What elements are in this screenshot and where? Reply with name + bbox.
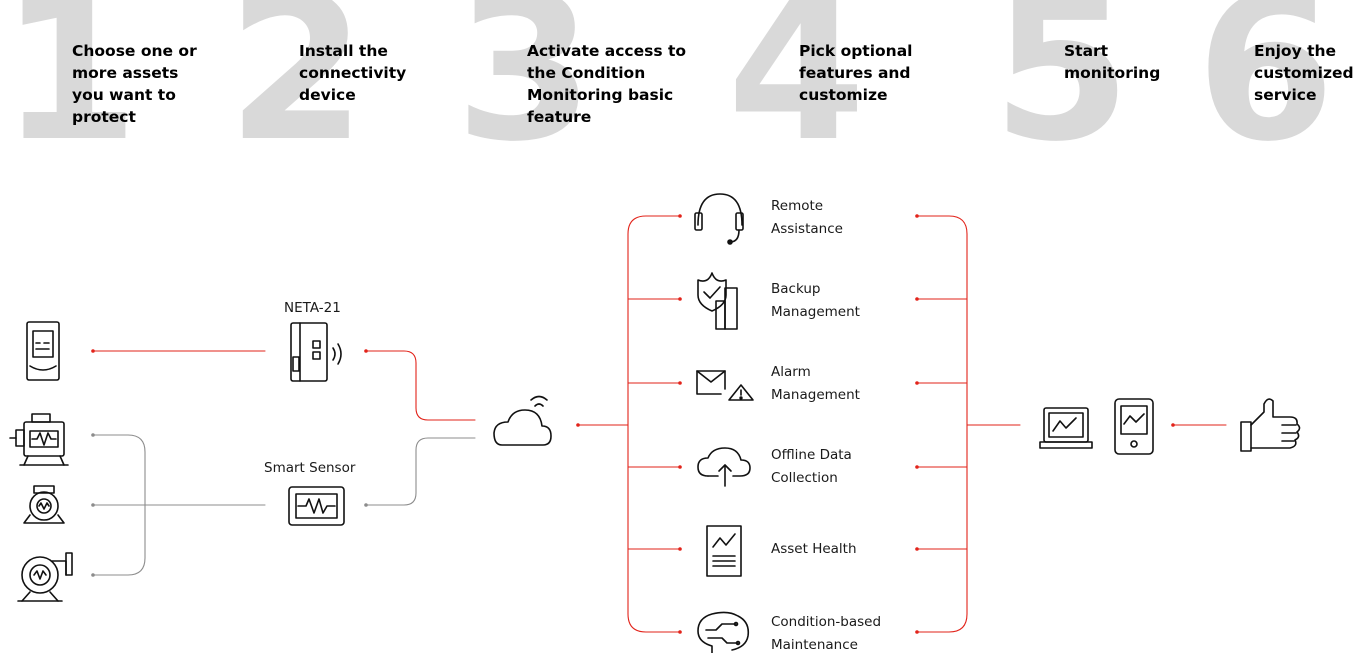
document-chart-icon [706, 525, 742, 577]
accent-connectors [92, 215, 1227, 633]
neta-21-icon [290, 322, 342, 382]
step-5: 5 Start monitoring [992, 0, 1222, 170]
feature-alarm-management: Alarm Management [771, 364, 860, 403]
shield-check-icon [697, 272, 738, 330]
step-number: 5 [992, 0, 1132, 186]
step-1: 1 Choose one or more assets you want to … [0, 0, 230, 170]
tablet-icon [1114, 398, 1154, 455]
step-text: Enjoy the customized service [1254, 42, 1354, 104]
feature-remote-assistance: Remote Assistance [771, 198, 843, 237]
feature-offline-data-collection: Offline Data Collection [771, 447, 852, 486]
step-6: 6 Enjoy the customized service [1196, 0, 1368, 170]
fan-icon [17, 552, 73, 602]
neta-21-label: NETA-21 [284, 300, 341, 316]
step-number: 6 [1196, 0, 1336, 186]
neutral-connector-dots [91, 433, 368, 577]
thumbs-up-icon [1240, 398, 1301, 452]
step-number: 2 [227, 0, 367, 186]
feature-condition-based-maintenance: Condition-based Maintenance [771, 614, 882, 653]
feature-backup-management: Backup Management [771, 281, 860, 320]
step-number: 4 [727, 0, 867, 186]
step-text: Start monitoring [1064, 42, 1161, 82]
step-2: 2 Install the connectivity device [227, 0, 457, 170]
accent-connector-dots [91, 214, 1175, 634]
step-4: 4 Pick optional features and customize [727, 0, 957, 170]
drive-icon [26, 321, 60, 381]
laptop-icon [1039, 407, 1093, 449]
smart-sensor-label: Smart Sensor [264, 460, 356, 476]
envelope-alert-icon [696, 370, 754, 401]
motor-icon [9, 413, 69, 466]
neutral-connectors [92, 434, 476, 576]
step-3: 3 Activate access to the Condition Monit… [455, 0, 687, 170]
cloud-icon [493, 395, 552, 446]
step-text: Choose one or more assets you want to pr… [72, 42, 197, 126]
step-text: Install the connectivity device [299, 42, 407, 104]
step-number: 3 [455, 0, 595, 186]
step-text: Activate access to the Condition Monitor… [527, 42, 687, 126]
step-text: Pick optional features and customize [799, 42, 913, 104]
feature-asset-health: Asset Health [771, 541, 857, 557]
step-number: 1 [0, 0, 140, 186]
headset-icon [694, 193, 744, 245]
smart-sensor-icon [288, 486, 345, 526]
cloud-upload-icon [697, 447, 751, 487]
pump-icon [23, 485, 65, 524]
brain-circuit-icon [697, 611, 750, 653]
